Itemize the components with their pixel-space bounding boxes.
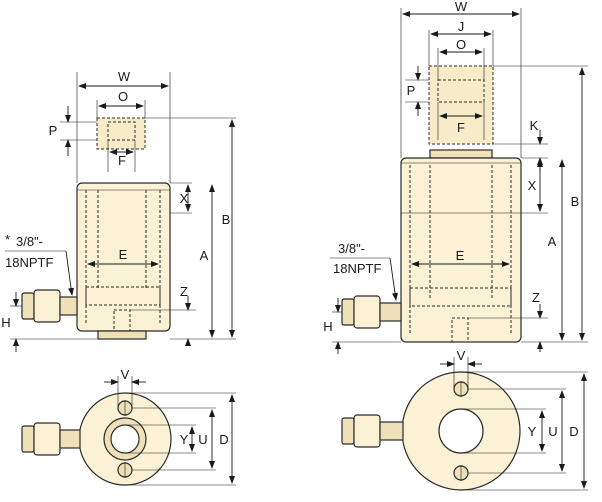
left-bottom-label-v: V (121, 367, 130, 382)
right-label-h: H (323, 319, 332, 334)
left-label-w: W (118, 69, 131, 84)
right-port-fitting (341, 295, 402, 329)
left-label-f: F (118, 153, 126, 168)
right-side-view: W J O F P K X E A (323, 0, 588, 354)
right-bottom-view: V Y U D (341, 348, 588, 491)
left-port-star: * (5, 232, 10, 247)
right-label-a: A (548, 234, 557, 249)
left-bottom-view: V Y U D (21, 367, 236, 486)
right-label-p: P (407, 83, 416, 98)
right-bottom-label-y: Y (528, 424, 537, 439)
right-label-k: K (530, 118, 539, 133)
right-label-x: X (528, 178, 537, 193)
right-port-thread-line1: 3/8"- (338, 241, 365, 256)
left-side-view: W O F P E X A B Z (1, 69, 236, 352)
left-bottom-label-y: Y (180, 432, 189, 447)
left-label-a: A (200, 248, 209, 263)
right-label-z: Z (532, 290, 540, 305)
left-bottom-label-d: D (219, 432, 228, 447)
right-label-b: B (571, 194, 580, 209)
left-port-fitting (21, 289, 78, 323)
right-plunger (428, 65, 494, 145)
left-label-x: X (180, 191, 189, 206)
left-port-thread-line2: 18NPTF (5, 255, 53, 270)
right-label-o: O (456, 37, 466, 52)
right-label-f: F (457, 120, 465, 135)
left-label-h: H (1, 315, 10, 330)
left-label-p: P (49, 123, 58, 138)
left-port-thread-line1: 3/8"- (16, 234, 43, 249)
left-label-o: O (118, 89, 128, 104)
right-label-e: E (456, 248, 465, 263)
left-label-b: B (222, 212, 231, 227)
right-bottom-label-v: V (457, 348, 466, 363)
right-label-w: W (455, 0, 468, 14)
right-bottom-label-d: D (569, 424, 578, 439)
left-plunger (96, 117, 146, 150)
right-bottom-label-u: U (548, 424, 557, 439)
right-port-thread-line2: 18NPTF (333, 261, 381, 276)
right-label-j: J (458, 19, 465, 34)
left-label-z: Z (180, 284, 188, 299)
left-bottom-label-u: U (198, 432, 207, 447)
left-label-e: E (119, 247, 128, 262)
